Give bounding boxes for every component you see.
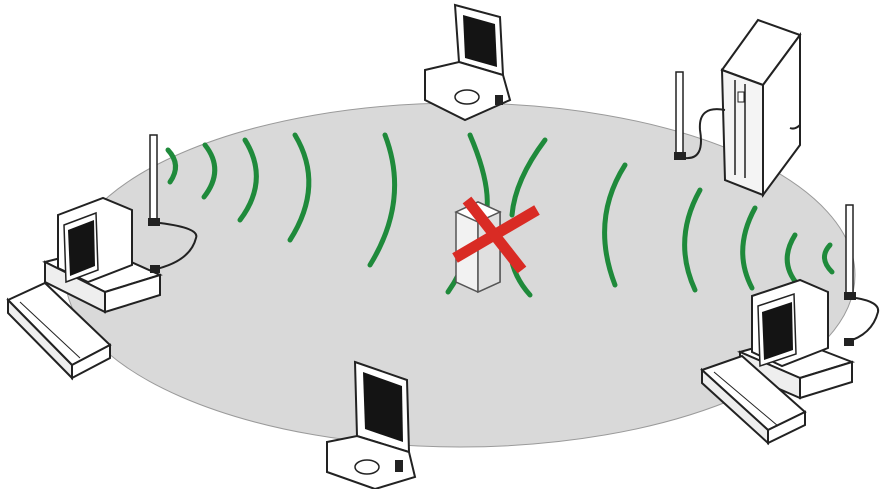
laptop-icon [425,5,510,120]
antenna-icon [844,205,878,346]
server-tower-icon [722,20,800,195]
